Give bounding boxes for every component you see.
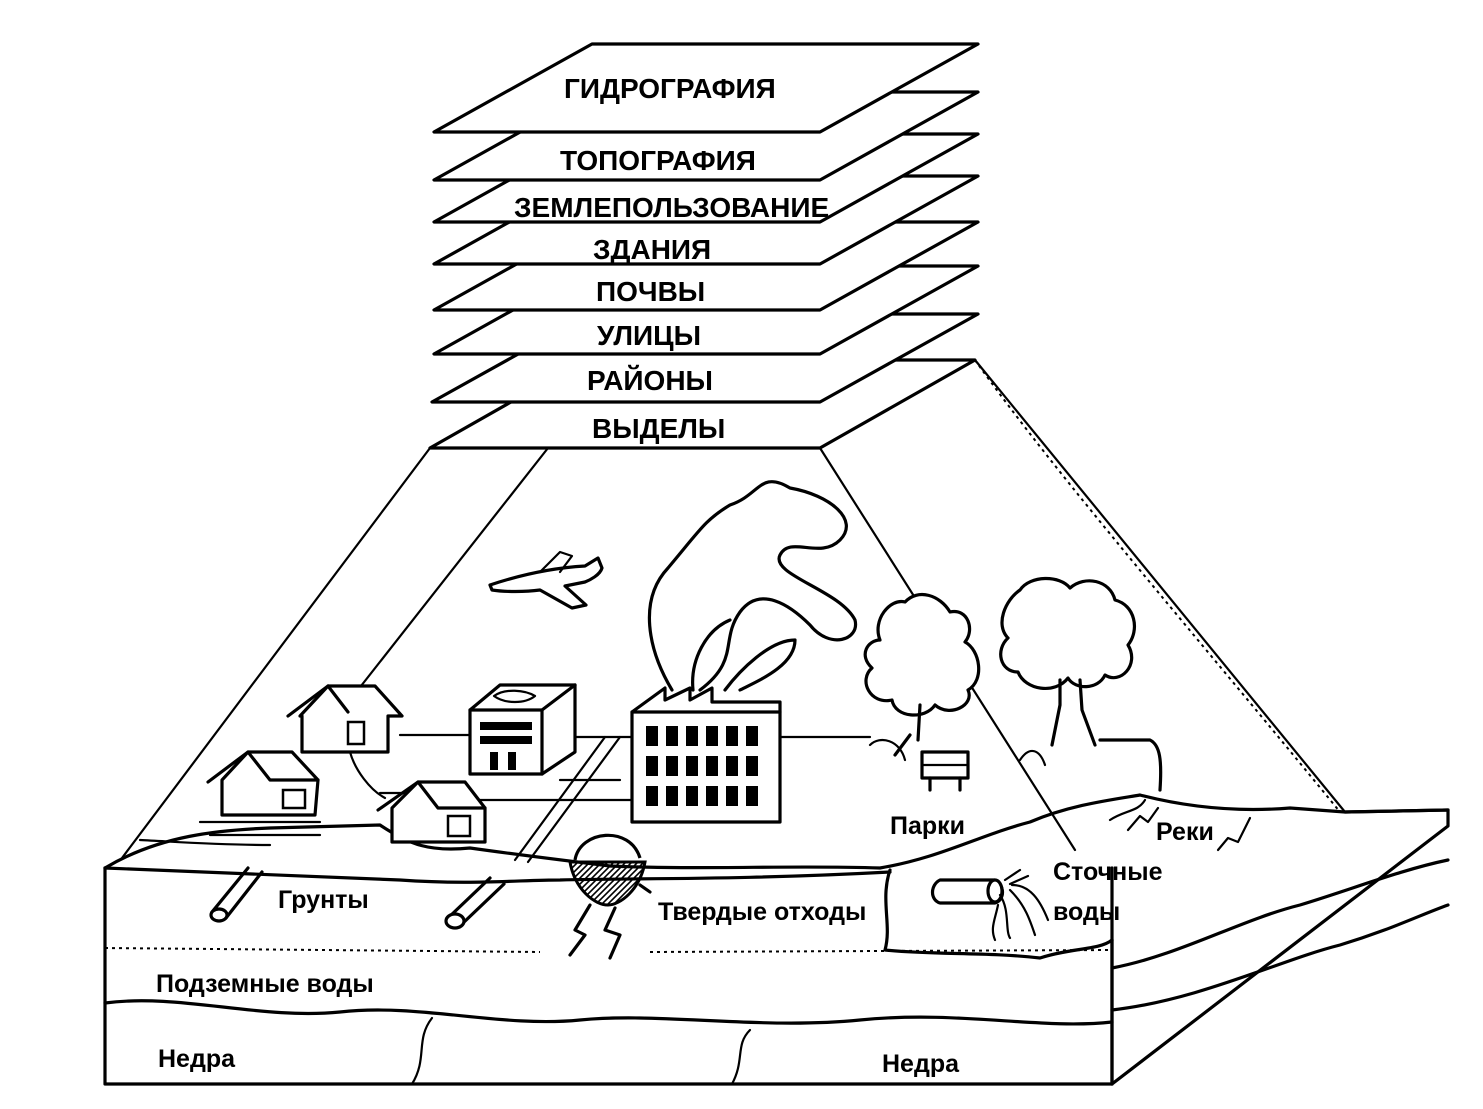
layer-stack: ВЫДЕЛЫ РАЙОНЫ УЛИЦЫ ПОЧВЫ ЗДАНИЯ ЗЕМЛЕПО… [428, 42, 980, 450]
tree-icon [999, 576, 1137, 767]
groundwater-label: Подземные воды [156, 970, 374, 998]
house-icon [286, 684, 404, 800]
factory-icon [630, 686, 782, 824]
house-icon [206, 750, 320, 817]
layer-label: ГИДРОГРАФИЯ [564, 73, 776, 104]
airplane-icon [488, 550, 604, 610]
subsoil-right-label: Недра [882, 1050, 960, 1078]
smoke-icon [647, 480, 858, 692]
house-icon [376, 780, 487, 844]
tree-icon [863, 592, 981, 762]
building-icon [468, 683, 577, 776]
solid-waste-label: Твердые отходы [658, 898, 866, 926]
layer-label: ВЫДЕЛЫ [592, 413, 725, 444]
layer-label: ЗЕМЛЕПОЛЬЗОВАНИЕ [514, 192, 829, 223]
scene-labels: Грунты Твердые отходы Подземные воды Нед… [156, 812, 1214, 1078]
layer-gidrografiya: ГИДРОГРАФИЯ [432, 42, 980, 134]
park-cart-icon [920, 750, 970, 792]
wastewater-label-line2: воды [1053, 898, 1120, 926]
parks-label: Парки [890, 812, 965, 840]
rivers-label: Реки [1156, 818, 1214, 846]
layer-label: ТОПОГРАФИЯ [560, 145, 756, 176]
pipe-icon [209, 866, 264, 923]
soils-label: Грунты [278, 886, 369, 914]
layer-label: ПОЧВЫ [596, 276, 705, 307]
waste-pit-icon [568, 833, 652, 960]
wastewater-label-line1: Сточные [1053, 858, 1163, 886]
pipe-icon [444, 876, 506, 930]
wastewater-pipe-icon [930, 868, 1050, 942]
river-bank [1098, 738, 1252, 852]
subsoil-left-label: Недра [158, 1045, 236, 1073]
layer-label: РАЙОНЫ [587, 364, 713, 396]
terrain-block [103, 793, 1450, 1086]
layer-label: ЗДАНИЯ [593, 234, 711, 265]
layer-label: УЛИЦЫ [597, 320, 701, 351]
factory-windows [646, 726, 758, 806]
